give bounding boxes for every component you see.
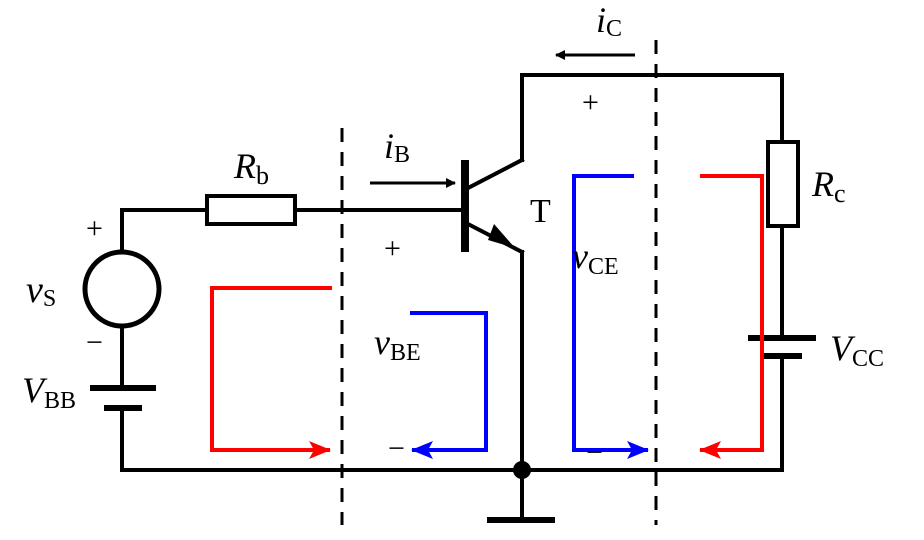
label-vbe: vBE bbox=[374, 322, 421, 366]
vce-minus-sign: − bbox=[586, 436, 603, 469]
resistor-rb bbox=[205, 194, 297, 226]
vce-plus-sign: + bbox=[582, 86, 599, 119]
label-vbb: VBB bbox=[22, 370, 76, 414]
battery-vcc bbox=[748, 335, 816, 359]
output-loop-arrow bbox=[699, 174, 764, 459]
label-rb: Rb bbox=[233, 146, 269, 190]
label-rc: Rc bbox=[811, 164, 846, 208]
input-loop-arrow bbox=[210, 286, 332, 459]
resistor-rc bbox=[766, 140, 800, 228]
circuit-wires bbox=[120, 73, 784, 523]
vs-minus-sign: − bbox=[86, 326, 103, 359]
vbe-minus-sign: − bbox=[388, 432, 405, 465]
battery-vbb bbox=[90, 385, 156, 411]
emitter-arrow bbox=[488, 224, 515, 248]
label-vs: vS bbox=[26, 269, 56, 312]
vs-plus-sign: + bbox=[86, 212, 103, 245]
signal-source-vs bbox=[82, 249, 162, 329]
transistor-t bbox=[461, 157, 525, 255]
transistor-collector bbox=[465, 157, 525, 191]
label-vcc: VCC bbox=[830, 328, 884, 372]
vce-loop-arrow bbox=[572, 174, 649, 459]
vbe-loop-arrow bbox=[410, 311, 488, 459]
label-ic: iC bbox=[596, 0, 622, 42]
label-ib: iB bbox=[384, 126, 410, 168]
label-transistor: T bbox=[530, 193, 551, 230]
label-vce: vCE bbox=[572, 236, 619, 280]
vbe-plus-sign: + bbox=[384, 232, 401, 265]
junction-dot bbox=[513, 461, 531, 479]
